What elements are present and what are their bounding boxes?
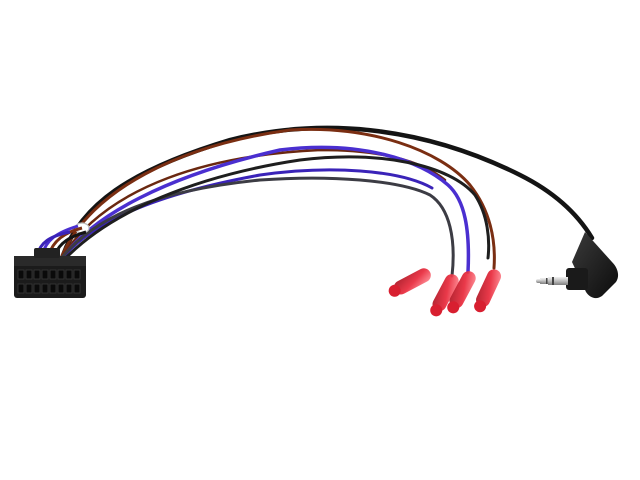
terminal-4 — [474, 269, 502, 313]
audio-jack — [536, 232, 619, 299]
terminal-2 — [430, 274, 459, 317]
wire-purple-2 — [56, 168, 434, 266]
red-terminals — [388, 268, 502, 317]
wire-black-jack — [59, 125, 595, 261]
harness-connector — [14, 248, 86, 298]
wire-purple-1 — [58, 145, 471, 274]
wire-black-2 — [60, 155, 491, 264]
terminal-1 — [388, 268, 431, 297]
terminal-3 — [447, 271, 476, 314]
wire-grey-1 — [58, 176, 455, 278]
wire-brown-1 — [60, 127, 496, 270]
wire-bundle — [56, 125, 595, 278]
